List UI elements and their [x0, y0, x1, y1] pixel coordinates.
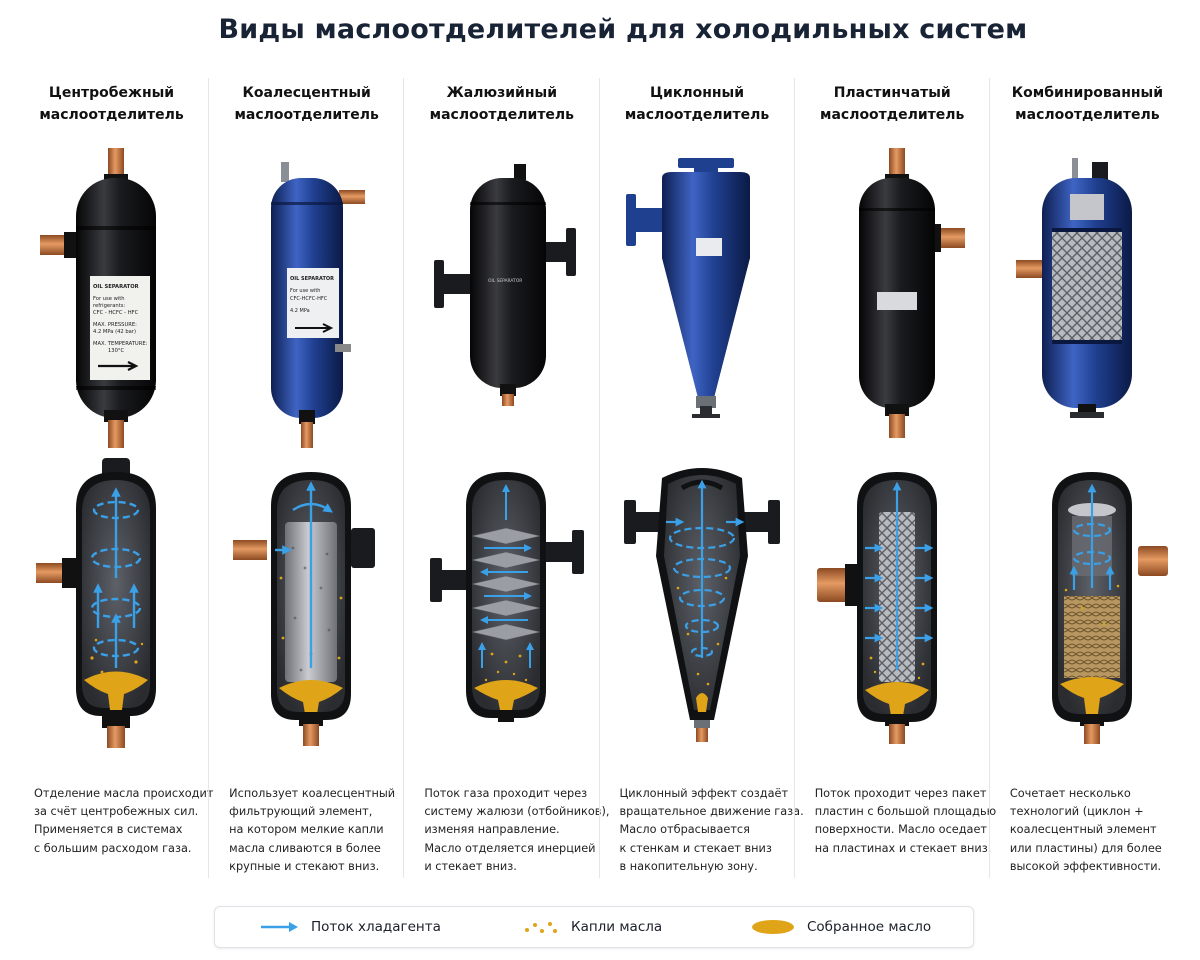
desc-line: систему жалюзи (отбойников),	[424, 805, 610, 819]
desc-line: Применяется в системах	[34, 823, 183, 837]
legend-label: Собранное масло	[807, 919, 932, 935]
centrifugal-separator-cutaway	[36, 458, 156, 748]
title-line-1: Циклонный	[650, 85, 745, 101]
flow-arrow-icon	[261, 922, 298, 932]
title-line-1: Центробежный	[48, 85, 175, 101]
desc-line: высокой эффективности.	[1009, 859, 1162, 873]
desc-line: Использует коалесцентный	[229, 787, 396, 800]
column-title: Центробежный маслоотделитель	[14, 82, 209, 126]
cyclone-separator-photo	[625, 158, 750, 418]
desc-line: Поток газа проходит через	[424, 787, 588, 800]
desc-line: с большим расходом газа.	[34, 841, 192, 855]
desc-line: поверхности. Масло оседает	[814, 823, 988, 837]
separator-columns: Центробежный маслоотделитель	[14, 78, 1184, 888]
desc-line: коалесцентный элемент	[1009, 823, 1157, 837]
title-line-2: маслоотделитель	[1015, 107, 1160, 123]
desc-line: масла сливаются в более	[229, 841, 381, 855]
desc-line: к стенкам и стекает вниз	[619, 841, 772, 855]
svg-text:CFC-HCFC-HFC: CFC-HCFC-HFC	[290, 296, 328, 302]
combined-separator-photo	[1015, 158, 1132, 418]
desc-line: технологий (циклон +	[1009, 805, 1144, 819]
coalescent-separator-cutaway	[233, 472, 376, 746]
legend-label: Поток хладагента	[311, 919, 441, 935]
collected-oil-icon	[752, 920, 794, 934]
svg-text:MAX. TEMPERATURE:: MAX. TEMPERATURE:	[93, 341, 148, 347]
title-line-1: Пластинчатый	[833, 85, 951, 101]
desc-line: в накопительную зону.	[619, 859, 758, 873]
oil-drops-icon	[525, 922, 557, 933]
desc-line: и стекает вниз.	[424, 859, 517, 873]
column-combined: Комбинированный маслоотделитель	[988, 78, 1185, 878]
column-title: Коалесцентный маслоотделитель	[209, 82, 404, 126]
column-description: Поток проходит через пакет пластин с бол…	[814, 785, 997, 858]
legend: Поток хладагента Капли масла Собранное м…	[214, 906, 974, 948]
desc-line: Сочетает несколько	[1009, 787, 1131, 800]
desc-line: пластин с большой площадью	[814, 805, 997, 819]
plate-separator-cutaway	[816, 472, 937, 744]
svg-text:OIL SEPARATOR: OIL SEPARATOR	[290, 276, 334, 282]
column-plate: Пластинчатый маслоотделитель	[793, 78, 997, 878]
svg-text:CFC - HCFC - HFC: CFC - HCFC - HFC	[93, 310, 139, 316]
cyclone-separator-cutaway	[623, 468, 780, 742]
svg-text:For use with: For use with	[93, 296, 125, 302]
svg-text:MAX. PRESSURE:: MAX. PRESSURE:	[93, 322, 137, 328]
desc-line: фильтрующий элемент,	[229, 805, 373, 819]
column-description: Сочетает несколько технологий (циклон + …	[1010, 785, 1178, 876]
legend-item-flow: Поток хладагента	[259, 907, 441, 947]
title-line-2: маслоотделитель	[820, 107, 965, 123]
column-description: Использует коалесцентный фильтрующий эле…	[229, 785, 397, 876]
svg-text:OIL SEPARATOR: OIL SEPARATOR	[488, 278, 522, 284]
desc-line: Поток проходит через пакет	[814, 787, 987, 800]
column-description: Циклонный эффект создаёт вращательное дв…	[619, 785, 804, 876]
column-title: Жалюзийный маслоотделитель	[404, 82, 599, 126]
svg-text:For use with: For use with	[290, 288, 320, 294]
column-title: Комбинированный маслоотделитель	[990, 82, 1185, 126]
title-line-2: маслоотделитель	[234, 107, 379, 123]
column-description: Отделение масла происходит за счёт центр…	[34, 785, 214, 858]
column-cyclone: Циклонный маслоотделитель	[598, 78, 804, 878]
legend-item-oil: Собранное масло	[751, 907, 931, 947]
svg-text:130°C: 130°C	[108, 348, 124, 354]
legend-item-drops: Капли масла	[523, 907, 662, 947]
column-centrifugal: Центробежный маслоотделитель	[14, 78, 214, 878]
desc-line: Масло отделяется инерцией	[424, 841, 596, 855]
desc-line: Циклонный эффект создаёт	[619, 787, 789, 800]
svg-text:OIL SEPARATOR: OIL SEPARATOR	[93, 284, 139, 290]
legend-label: Капли масла	[571, 919, 663, 935]
column-title: Циклонный маслоотделитель	[600, 82, 795, 126]
column-louver: Жалюзийный маслоотделитель OIL SEPARATOR	[403, 78, 610, 878]
desc-line: Отделение масла происходит	[34, 787, 214, 800]
title-line-1: Коалесцентный	[242, 85, 371, 101]
desc-line: на пластинах и стекает вниз.	[814, 841, 992, 855]
plate-separator-photo	[858, 148, 965, 438]
desc-line: за счёт центробежных сил.	[34, 805, 199, 819]
column-description: Поток газа проходит через систему жалюзи…	[424, 785, 610, 876]
title-line-2: маслоотделитель	[624, 107, 770, 123]
column-title: Пластинчатый маслоотделитель	[795, 82, 990, 126]
desc-line: на котором мелкие капли	[229, 823, 384, 837]
combined-separator-cutaway	[1051, 472, 1168, 744]
title-line-1: Комбинированный	[1011, 85, 1164, 101]
svg-text:4.2 MPa (42 bar): 4.2 MPa (42 bar)	[93, 329, 136, 335]
desc-line: крупные и стекают вниз.	[229, 859, 380, 873]
centrifugal-separator-photo: OIL SEPARATOR For use with refrigerants:…	[40, 148, 156, 448]
desc-line: Масло отбрасывается	[619, 823, 750, 837]
page-title: Виды маслоотделителей для холодильных си…	[218, 14, 1028, 45]
svg-text:refrigerants:: refrigerants:	[93, 303, 125, 309]
coalescent-separator-photo: OIL SEPARATOR For use with CFC-HCFC-HFC …	[271, 162, 366, 448]
desc-line: вращательное движение газа.	[619, 805, 804, 819]
louver-separator-cutaway	[430, 472, 585, 722]
title-line-2: маслоотделитель	[429, 107, 575, 123]
desc-line: или пластины) для более	[1009, 841, 1162, 855]
louver-separator-photo: OIL SEPARATOR	[434, 164, 577, 406]
svg-text:4.2 MPa: 4.2 MPa	[290, 308, 310, 314]
desc-line: изменяя направление.	[424, 823, 560, 837]
title-line-1: Жалюзийный	[446, 85, 558, 101]
title-line-2: маслоотделитель	[39, 107, 184, 123]
column-coalescent: Коалесцентный маслоотделитель OIL SEPARA…	[208, 78, 403, 878]
